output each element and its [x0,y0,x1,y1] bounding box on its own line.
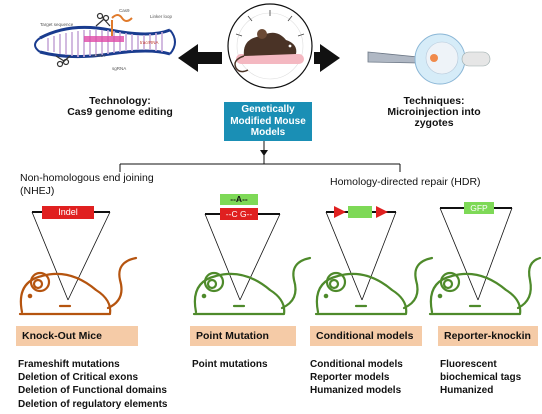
list-item: Point mutations [192,359,268,370]
microinjection-icon [367,33,491,85]
reporter-list: Fluorescent biochemical tags Humanized [440,358,540,398]
reporter-mouse-icon [428,256,542,316]
technology-title: Technology: [89,95,151,107]
point-mutation-list: Point mutations [192,358,302,371]
techniques-subtitle: Microinjection into zygotes [387,106,481,129]
conditional-construct [325,206,397,301]
category-conditional: Conditional models [310,326,422,346]
double-arrow-icon [178,44,340,72]
point-mutation-construct [204,194,281,301]
category-knockout: Knock-Out Mice [16,326,138,346]
list-item: Frameshift mutations [18,359,120,370]
technology-subtitle: Cas9 genome editing [67,106,173,118]
category-point-mutation: Point Mutation [190,326,296,346]
list-item: Humanized models [310,385,402,397]
conditional-list: Conditional models Reporter models Human… [310,358,430,398]
dna-label: sgRNA [112,66,126,71]
scissors-icon [55,12,111,68]
knockout-mouse-icon [18,256,138,316]
category-reporter: Reporter-knockin [438,326,538,346]
dna-label: Target sequence [40,22,74,27]
gfp-construct [439,202,513,301]
list-item: Deletion of Functional domains [18,385,167,397]
mouse-badge-icon [227,3,313,89]
cas9-dna-illustration: Target sequence Cas9 Linker loop crRNA t… [34,8,176,71]
gfp-label: GFP [470,203,488,213]
dna-label: tracrRNA [140,40,159,45]
indel-construct [31,206,111,301]
center-label: Genetically Modified Mouse Models [224,102,312,141]
list-item: Deletion of regulatory elements [18,398,168,410]
conditional-mouse-icon [314,256,434,316]
dna-label: Cas9 [119,8,130,13]
list-item: biochemical tags [440,372,522,384]
dna-label: Linker loop [150,14,173,19]
knockout-list: Frameshift mutations Deletion of Critica… [18,358,188,411]
pm-bottom-label: --C G-- [225,209,253,219]
list-item: Conditional models [310,359,403,370]
pm-top-label: --A-- [230,194,248,204]
list-item: Fluorescent [440,359,497,370]
list-item: Deletion of Critical exons [18,372,139,384]
techniques-title: Techniques: [403,95,465,107]
dna-label: crRNA [92,53,105,58]
point-mutation-mouse-icon [192,256,312,316]
nhej-label: Non-homologous end joining (NHEJ) [20,172,154,197]
hdr-label: Homology-directed repair (HDR) [330,176,481,188]
list-item: Reporter models [310,372,390,384]
list-item: Humanized [440,385,494,397]
indel-label: Indel [58,207,78,217]
